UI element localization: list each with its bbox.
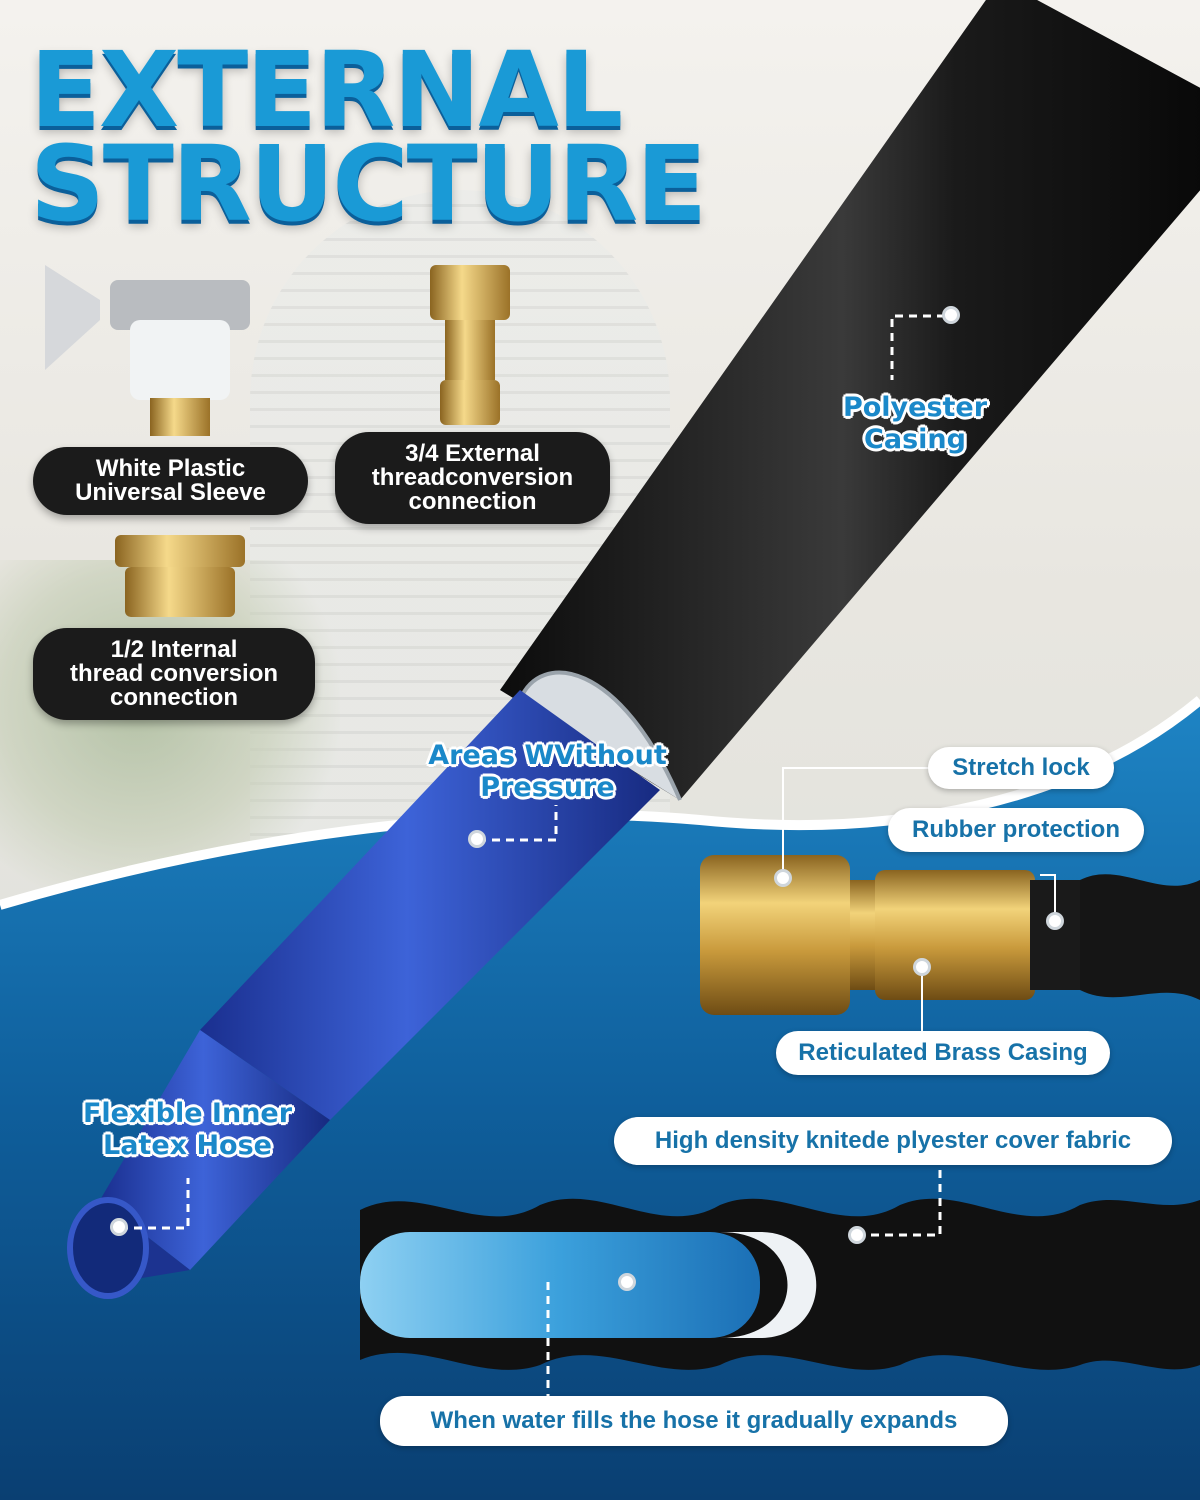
knitted-hose bbox=[360, 1198, 1200, 1370]
inner-latex-hose bbox=[67, 690, 660, 1299]
pressure-area-dot bbox=[468, 830, 486, 848]
accessory-label-sleeve: White Plastic Universal Sleeve bbox=[33, 447, 308, 515]
accessory-label-external-thread: 3/4 External threadconversion connection bbox=[335, 432, 610, 524]
inner-hose-dot bbox=[110, 1218, 128, 1236]
polyester-casing bbox=[500, 0, 1200, 801]
external-thread-adapter-icon bbox=[430, 265, 510, 425]
water-dot bbox=[618, 1273, 636, 1291]
cover-fabric-dot bbox=[848, 1226, 866, 1244]
callout-flexible-inner-hose: Flexible Inner Latex Hose bbox=[82, 1098, 293, 1161]
label-cover-fabric: High density knitede plyester cover fabr… bbox=[614, 1117, 1172, 1165]
polyester-casing-dot bbox=[942, 306, 960, 324]
callout-areas-without-pressure: Areas WVithout Pressure bbox=[428, 740, 667, 803]
page-title-line1: EXTERNAL bbox=[30, 29, 623, 151]
internal-thread-adapter-icon bbox=[115, 535, 245, 617]
callout-polyester-casing: Polyester Casing bbox=[842, 392, 988, 455]
rubber-protection-dot bbox=[1046, 912, 1064, 930]
page-title-line2: STRUCTURE bbox=[30, 123, 707, 245]
label-stretch-lock: Stretch lock bbox=[928, 747, 1114, 789]
label-reticulated-brass: Reticulated Brass Casing bbox=[776, 1031, 1110, 1075]
connector-lines bbox=[120, 314, 945, 1398]
label-water-expands: When water fills the hose it gradually e… bbox=[380, 1396, 1008, 1446]
stretch-lock-dot bbox=[774, 869, 792, 887]
sleeve-adapter-icon bbox=[45, 265, 250, 436]
brass-casing-dot bbox=[913, 958, 931, 976]
label-rubber-protection: Rubber protection bbox=[888, 808, 1144, 852]
accessory-label-internal-thread: 1/2 Internal thread conversion connectio… bbox=[33, 628, 315, 720]
